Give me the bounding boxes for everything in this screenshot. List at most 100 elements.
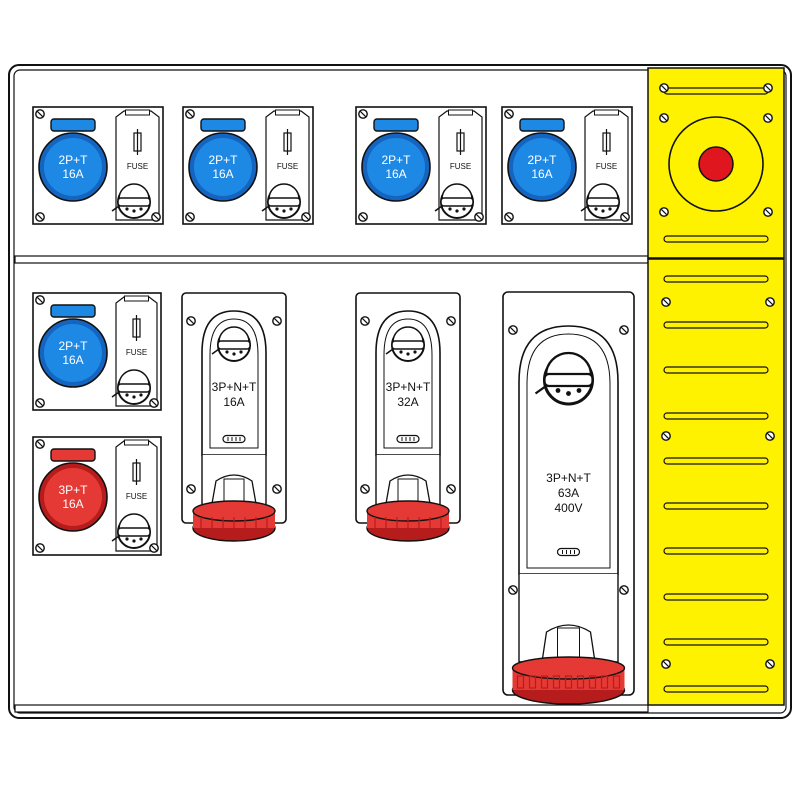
- socket-rating-label: 16A: [212, 167, 233, 181]
- screw: [358, 212, 368, 222]
- screw: [765, 297, 775, 307]
- screw: [661, 431, 671, 441]
- middle-rail: [14, 255, 649, 264]
- screw: [765, 431, 775, 441]
- socket-rating-label: 16A: [385, 167, 406, 181]
- fuse-label: FUSE: [127, 162, 148, 171]
- screw: [446, 316, 456, 326]
- fuse-label: FUSE: [126, 492, 147, 501]
- socket-rating-label: 400V: [554, 501, 582, 515]
- socket-rating-label: 16A: [62, 353, 83, 367]
- inner-frame: [13, 69, 787, 714]
- emergency-stop-column: [647, 67, 785, 706]
- socket-rating-label: 16A: [223, 395, 244, 409]
- fuse-icon: [456, 128, 465, 156]
- screw: [661, 659, 671, 669]
- socket-rating-label: 2P+T: [208, 153, 238, 167]
- socket-rating-label: 16A: [62, 497, 83, 511]
- screw: [272, 316, 282, 326]
- screw: [360, 484, 370, 494]
- socket-rating-label: 63A: [558, 486, 579, 500]
- screw: [35, 109, 45, 119]
- fuse-icon: [132, 314, 141, 342]
- vent-icon: [396, 434, 420, 444]
- screw: [659, 207, 669, 217]
- yellow-slot: [663, 366, 769, 374]
- yellow-slot: [663, 638, 769, 646]
- screw: [35, 439, 45, 449]
- socket-rating-label: 3P+T: [58, 483, 88, 497]
- yellow-slot: [663, 457, 769, 465]
- yellow-slot: [663, 87, 769, 95]
- socket-rating-label: 3P+N+T: [386, 380, 431, 394]
- fuse-icon: [283, 128, 292, 156]
- yellow-slot: [663, 235, 769, 243]
- screw: [661, 297, 671, 307]
- socket-rating-label: 16A: [62, 167, 83, 181]
- screw: [620, 212, 630, 222]
- screw: [763, 113, 773, 123]
- bottom-rail: [14, 704, 649, 713]
- red-socket[interactable]: [366, 500, 450, 542]
- fuse-icon: [602, 128, 611, 156]
- screw: [763, 207, 773, 217]
- emergency-stop-button[interactable]: [698, 146, 734, 182]
- socket-rating-label: 2P+T: [58, 153, 88, 167]
- screw: [358, 109, 368, 119]
- vent-icon: [556, 547, 581, 557]
- screw: [619, 585, 629, 595]
- yellow-slot: [663, 321, 769, 329]
- screw: [186, 484, 196, 494]
- screw: [765, 659, 775, 669]
- screw: [35, 398, 45, 408]
- socket-rating-label: 2P+T: [58, 339, 88, 353]
- screw: [508, 585, 518, 595]
- fuse-icon: [133, 128, 142, 156]
- fuse-icon: [132, 458, 141, 486]
- screw: [504, 212, 514, 222]
- screw: [35, 295, 45, 305]
- yellow-slot: [663, 547, 769, 555]
- red-socket[interactable]: [192, 500, 276, 542]
- screw: [185, 212, 195, 222]
- screw: [149, 543, 159, 553]
- socket-rating-label: 2P+T: [381, 153, 411, 167]
- screw: [186, 316, 196, 326]
- screw: [35, 543, 45, 553]
- screw: [446, 484, 456, 494]
- yellow-slot: [663, 685, 769, 693]
- screw: [508, 325, 518, 335]
- screw: [619, 325, 629, 335]
- socket-rating-label: 3P+N+T: [546, 471, 591, 485]
- screw: [35, 212, 45, 222]
- red-socket[interactable]: [511, 656, 626, 705]
- yellow-slot: [663, 593, 769, 601]
- yellow-slot: [663, 412, 769, 420]
- screw: [149, 398, 159, 408]
- vent-icon: [222, 434, 246, 444]
- yellow-slot: [663, 275, 769, 283]
- socket-rating-label: 32A: [397, 395, 418, 409]
- fuse-label: FUSE: [277, 162, 298, 171]
- screw: [301, 212, 311, 222]
- screw: [272, 484, 282, 494]
- fuse-label: FUSE: [126, 348, 147, 357]
- screw: [151, 212, 161, 222]
- screw: [474, 212, 484, 222]
- screw: [504, 109, 514, 119]
- fuse-label: FUSE: [450, 162, 471, 171]
- screw: [659, 113, 669, 123]
